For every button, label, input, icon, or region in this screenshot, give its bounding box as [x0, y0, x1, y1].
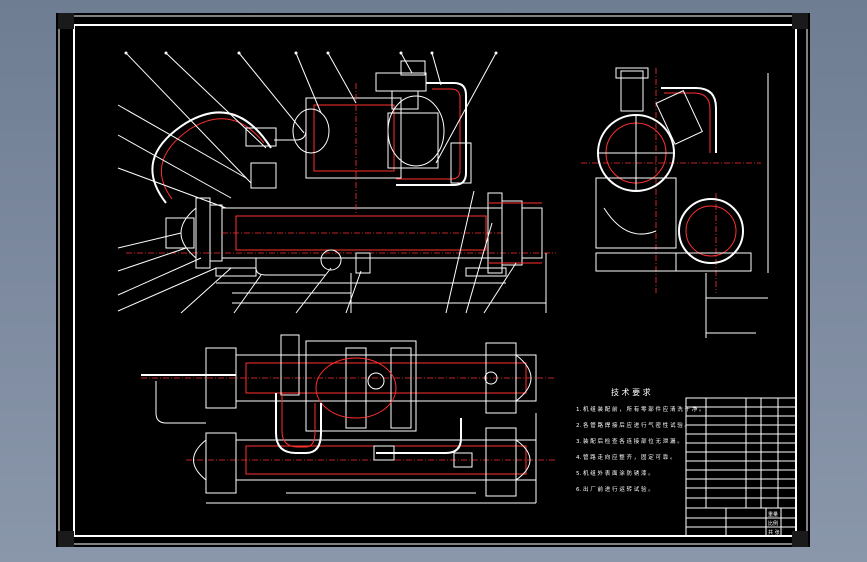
drawing-sheet: 技 术 要 求 1. 机 组 装 配 前 ， 所 有 零 部 件 应 清 洗 干… [56, 13, 810, 547]
viewport-corner-grip[interactable] [58, 13, 74, 29]
drawing-canvas: 技 术 要 求 1. 机 组 装 配 前 ， 所 有 零 部 件 应 清 洗 干… [58, 15, 808, 545]
tech-req-line: 4. 管 路 走 向 应 整 齐 ， 固 定 可 靠 。 [576, 453, 675, 461]
tech-req-line: 1. 机 组 装 配 前 ， 所 有 零 部 件 应 清 洗 干 净 。 [576, 405, 704, 413]
side-view [581, 67, 769, 338]
viewport-corner-grip[interactable] [792, 531, 808, 547]
tech-req-line: 6. 出 厂 前 进 行 运 转 试 验 。 [576, 485, 654, 493]
title-block-sheet-label: 共 张 [768, 529, 780, 536]
tech-requirements: 技 术 要 求 1. 机 组 装 配 前 ， 所 有 零 部 件 应 清 洗 干… [576, 387, 704, 493]
parts-list [685, 397, 797, 509]
tech-req-line: 5. 机 组 外 表 面 涂 防 锈 漆 。 [576, 469, 654, 477]
sheet-inner-border [73, 24, 797, 537]
top-view [141, 334, 556, 504]
front-view [117, 51, 556, 314]
title-block: 重量 比例 共 张 [685, 507, 797, 537]
title-block-scale-label: 比例 [768, 520, 778, 527]
tech-req-line: 2. 各 管 路 焊 接 后 应 进 行 气 密 性 试 验 。 [576, 421, 690, 429]
viewport-corner-grip[interactable] [58, 531, 74, 547]
title-block-weight-label: 重量 [768, 511, 778, 518]
viewport-corner-grip[interactable] [792, 13, 808, 29]
tech-req-line: 3. 装 配 后 检 查 各 连 接 部 位 无 泄 漏 。 [576, 437, 683, 445]
tech-requirements-title: 技 术 要 求 [611, 387, 651, 397]
sheet-outer-border [58, 15, 808, 545]
